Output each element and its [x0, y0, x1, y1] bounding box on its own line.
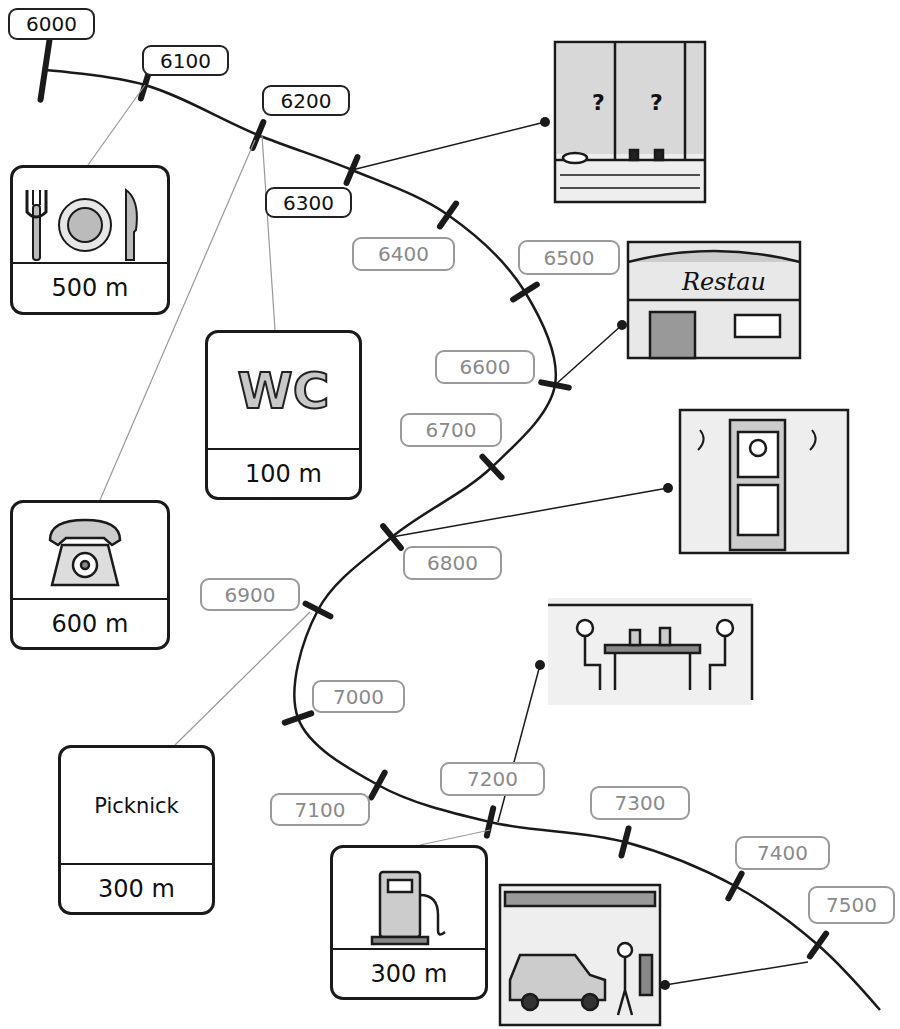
- picture-lettering: Restau: [682, 268, 766, 296]
- distance-marker: 6400: [352, 237, 455, 271]
- picture-leader: [498, 665, 540, 822]
- picture-leader: [392, 488, 668, 537]
- distance-tick: [440, 204, 456, 227]
- sign-leader: [262, 135, 275, 330]
- sign-icon-area: [13, 168, 167, 262]
- distance-tick: [253, 122, 264, 148]
- leader-dot: [540, 117, 550, 127]
- road-sign: 600 m: [10, 500, 170, 650]
- distance-tick: [371, 773, 384, 798]
- sign-leader: [100, 140, 255, 500]
- distance-number: 6900: [225, 583, 276, 607]
- distance-tick: [810, 934, 826, 957]
- sign-distance: 500 m: [13, 262, 167, 312]
- sign-leader: [175, 612, 310, 745]
- road-sign: WC 100 m: [205, 330, 362, 500]
- sign-icon-area: Picknick: [61, 748, 212, 863]
- petrol-pump-icon: [372, 872, 445, 944]
- distance-tick: [513, 285, 537, 300]
- sign-icon-area: WC: [208, 333, 359, 448]
- leader-dot: [617, 320, 627, 330]
- distance-number: 6200: [281, 89, 332, 113]
- distance-number: 6800: [427, 551, 478, 575]
- distance-marker: 6700: [400, 413, 502, 447]
- gas-station-picture: [500, 885, 660, 1025]
- telephone-booth-picture: [680, 410, 848, 553]
- picture-leader: [555, 325, 622, 385]
- road-sign: 300 m: [330, 845, 488, 1000]
- distance-marker: 6800: [403, 546, 502, 580]
- sign-icon-area: [13, 503, 167, 598]
- road-sign: 500 m: [10, 165, 170, 315]
- distance-number: 7200: [467, 767, 518, 791]
- distance-marker: 6900: [200, 578, 300, 611]
- distance-number: 6600: [460, 355, 511, 379]
- sign-heading: Picknick: [94, 794, 179, 818]
- distance-number: 6100: [160, 49, 211, 73]
- svg-text:?: ?: [592, 90, 605, 115]
- distance-tick: [487, 808, 493, 835]
- distance-marker: 6200: [262, 85, 350, 116]
- restaurant-picture: [628, 242, 800, 358]
- distance-marker: 6300: [265, 187, 352, 218]
- distance-number: 7500: [826, 893, 877, 917]
- distance-marker: 7000: [312, 680, 405, 713]
- distance-number: 6700: [426, 418, 477, 442]
- distance-marker: 7200: [440, 762, 545, 796]
- sign-leader: [88, 85, 145, 165]
- distance-number: 6500: [544, 246, 595, 270]
- picture-leader: [665, 962, 808, 985]
- distance-number: 7100: [295, 798, 346, 822]
- sign-distance: 300 m: [61, 863, 212, 912]
- distance-number: 7400: [757, 841, 808, 865]
- distance-number: 6300: [283, 191, 334, 215]
- distance-marker: 6500: [518, 240, 620, 275]
- sign-distance: 100 m: [208, 448, 359, 497]
- distance-tick: [41, 40, 50, 99]
- distance-tick: [285, 713, 311, 722]
- road: [45, 70, 880, 1010]
- leader-dot: [535, 660, 545, 670]
- distance-marker: 7300: [590, 786, 690, 820]
- distance-tick: [306, 604, 331, 617]
- leader-dot: [663, 483, 673, 493]
- distance-marker: 6600: [435, 350, 535, 384]
- sign-distance: 300 m: [333, 948, 485, 997]
- telephone-icon: [50, 520, 120, 585]
- svg-text:?: ?: [650, 90, 663, 115]
- distance-number: 7000: [333, 685, 384, 709]
- distance-tick: [621, 828, 628, 855]
- distance-number: 6000: [26, 12, 77, 36]
- sign-heading: WC: [238, 362, 330, 420]
- toilet-picture: ? ?: [555, 42, 705, 202]
- distance-marker: 7100: [270, 793, 370, 826]
- sign-leader: [420, 830, 490, 845]
- leader-dot: [660, 980, 670, 990]
- distance-number: 6400: [378, 242, 429, 266]
- sign-distance: 600 m: [13, 598, 167, 647]
- distance-marker: 6100: [142, 45, 229, 76]
- road-sign: Picknick 300 m: [58, 745, 215, 915]
- distance-marker: 7500: [808, 886, 895, 924]
- distance-number: 7300: [615, 791, 666, 815]
- distance-marker: 6000: [8, 8, 95, 40]
- picture-leader: [352, 122, 545, 170]
- distance-tick: [728, 874, 741, 899]
- sign-icon-area: [333, 848, 485, 948]
- picnic-picture: [548, 598, 752, 705]
- distance-tick: [482, 457, 501, 477]
- cutlery-icon: [27, 190, 137, 260]
- distance-marker: 7400: [735, 836, 830, 870]
